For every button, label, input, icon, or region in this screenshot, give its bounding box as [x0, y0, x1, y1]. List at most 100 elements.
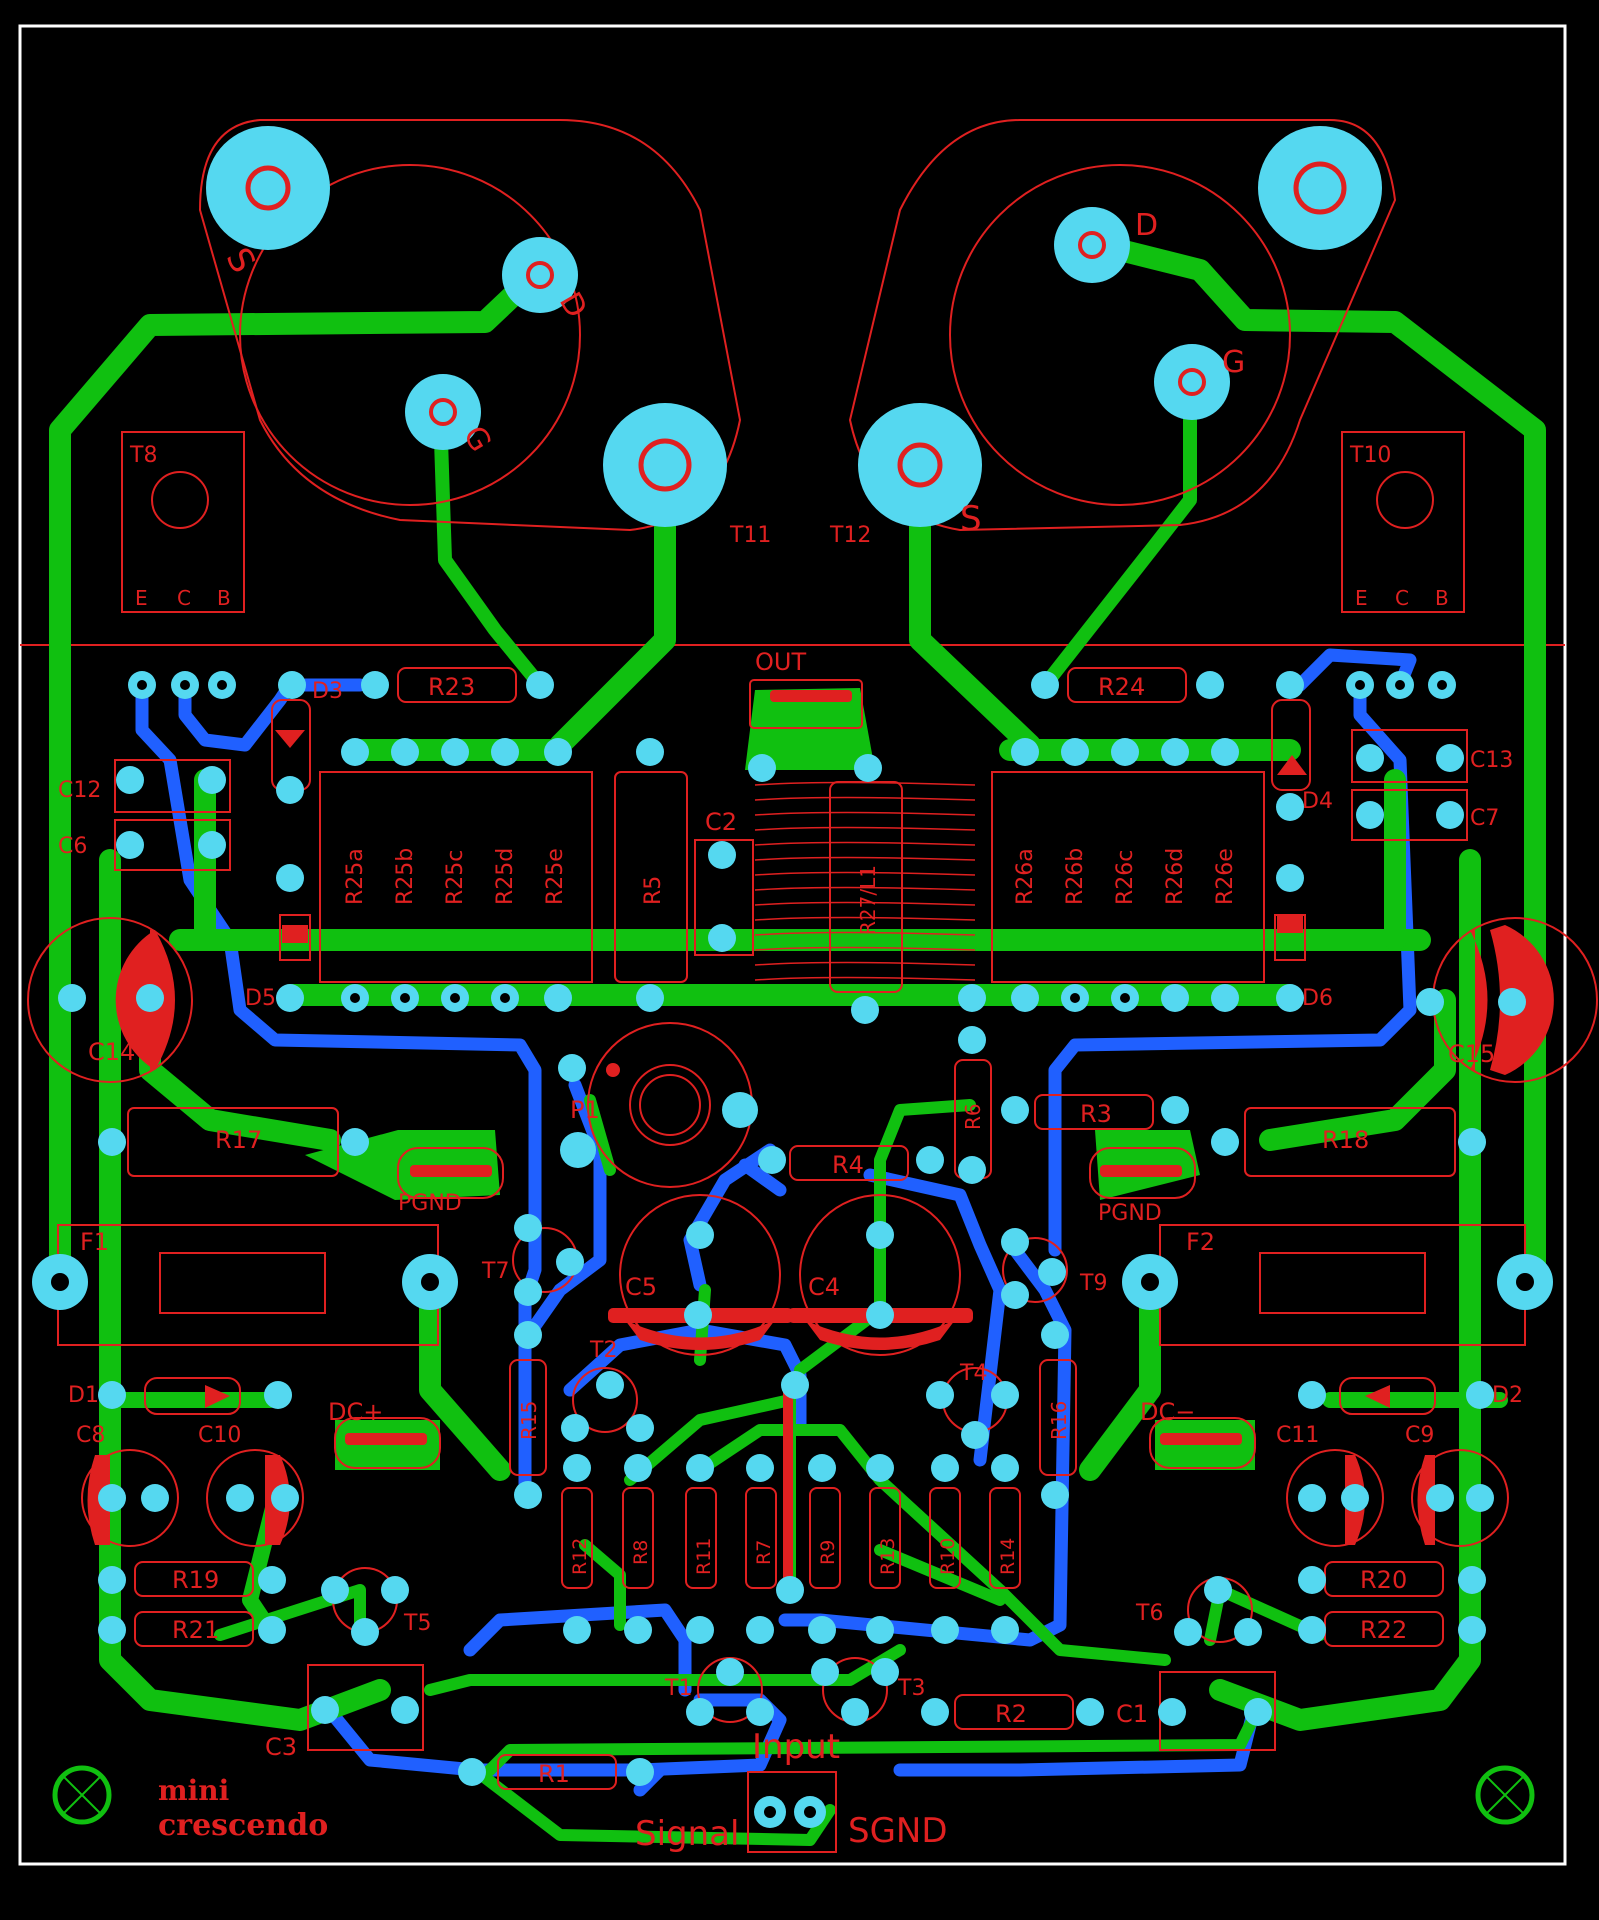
label-r7: R7 [753, 1540, 775, 1565]
label-r25d: R25d [493, 848, 518, 905]
label-c10: C10 [198, 1423, 241, 1448]
label-out: OUT [755, 648, 806, 676]
label-t2: T2 [589, 1338, 617, 1363]
label-t6: T6 [1135, 1601, 1163, 1626]
brand-line2: crescendo [158, 1808, 328, 1843]
label-r16: R16 [1047, 1401, 1071, 1440]
label-r8: R8 [630, 1540, 652, 1565]
label-t5: T5 [403, 1611, 431, 1636]
label-r26a: R26a [1013, 848, 1038, 905]
label-r25e: R25e [543, 848, 568, 905]
label-r1: R1 [538, 1760, 570, 1788]
label-g-right: G [1222, 345, 1245, 380]
label-r3: R3 [1080, 1100, 1112, 1128]
label-c8: C8 [76, 1423, 105, 1448]
label-c6: C6 [58, 834, 87, 859]
label-e-left: E [135, 586, 148, 610]
label-t3: T3 [897, 1676, 925, 1701]
board-outline [18, 24, 1567, 1866]
label-r21: R21 [172, 1616, 219, 1644]
label-pgnd-right: PGND [1098, 1201, 1162, 1226]
label-d3: D3 [312, 679, 343, 704]
label-d2: D2 [1492, 1383, 1523, 1408]
label-d6: D6 [1302, 986, 1333, 1011]
label-c9: C9 [1405, 1423, 1434, 1448]
pads-large [32, 126, 1553, 1310]
label-r2: R2 [995, 1700, 1027, 1728]
label-c3: C3 [265, 1733, 297, 1761]
label-c-right: C [1395, 586, 1409, 610]
label-b-left: B [217, 586, 231, 610]
label-c5: C5 [625, 1273, 657, 1301]
label-r26d: R26d [1163, 848, 1188, 905]
label-r5: R5 [641, 876, 666, 905]
label-c14: C14 [88, 1038, 135, 1066]
label-r25a: R25a [343, 848, 368, 905]
component-labels: T11 T12 S D G S D G T8 T10 E C B E C B O… [58, 208, 1523, 1854]
label-r26e: R26e [1213, 848, 1238, 905]
label-c7: C7 [1470, 806, 1499, 831]
label-input: Input [752, 1727, 840, 1767]
label-f1: F1 [80, 1228, 109, 1256]
label-r27-l1: R27/L1 [856, 865, 880, 935]
label-c4: C4 [808, 1273, 840, 1301]
label-p1: P1 [570, 1096, 600, 1124]
coil-windings [754, 781, 976, 981]
label-d1: D1 [68, 1383, 99, 1408]
label-r14: R14 [997, 1538, 1019, 1575]
label-signal: Signal [635, 1814, 739, 1854]
label-t4: T4 [959, 1361, 987, 1386]
label-r24: R24 [1098, 673, 1145, 701]
label-d5: D5 [245, 986, 276, 1011]
label-r26c: R26c [1113, 850, 1138, 905]
pad-holes [137, 680, 1447, 1818]
label-c11: C11 [1276, 1423, 1319, 1448]
label-c-left: C [177, 586, 191, 610]
label-d4: D4 [1302, 789, 1333, 814]
label-r4: R4 [832, 1151, 864, 1179]
pads-small [58, 671, 1526, 1828]
label-b-right: B [1435, 586, 1449, 610]
brand-line1: mini [158, 1774, 229, 1807]
label-c13: C13 [1470, 748, 1513, 773]
label-d-right: D [1135, 208, 1158, 243]
label-r9: R9 [817, 1540, 839, 1565]
label-e-right: E [1355, 586, 1368, 610]
label-t1: T1 [664, 1676, 692, 1701]
label-t12: T12 [829, 523, 871, 548]
label-c1: C1 [1116, 1700, 1148, 1728]
mounting-holes [52, 1765, 1535, 1825]
label-t10: T10 [1349, 443, 1391, 468]
label-r10: R10 [937, 1538, 959, 1575]
label-r17: R17 [215, 1126, 262, 1154]
label-pgnd-left: PGND [398, 1191, 462, 1216]
label-r12: R12 [569, 1538, 591, 1575]
label-r20: R20 [1360, 1566, 1407, 1594]
label-s-right: S [960, 499, 982, 539]
label-r26b: R26b [1063, 848, 1088, 905]
label-r25b: R25b [393, 848, 418, 905]
label-r15: R15 [517, 1401, 541, 1440]
silkscreen-outlines [27, 119, 1598, 1853]
label-r6: R6 [961, 1103, 985, 1130]
label-r25c: R25c [443, 850, 468, 905]
label-dc-plus: DC+ [328, 1398, 383, 1426]
label-t9: T9 [1079, 1271, 1107, 1296]
label-t11: T11 [729, 523, 771, 548]
label-c2: C2 [705, 808, 737, 836]
label-r18: R18 [1322, 1126, 1369, 1154]
label-r19: R19 [172, 1566, 219, 1594]
label-t7: T7 [481, 1259, 509, 1284]
label-r23: R23 [428, 673, 475, 701]
label-r11: R11 [693, 1538, 715, 1575]
label-f2: F2 [1186, 1228, 1215, 1256]
label-r13: R13 [877, 1538, 899, 1575]
label-r22: R22 [1360, 1616, 1407, 1644]
silkscreen-fills [87, 690, 1554, 1590]
label-sgnd: SGND [848, 1811, 948, 1851]
label-dc-minus: DC− [1140, 1398, 1195, 1426]
label-c15: C15 [1448, 1040, 1495, 1068]
label-t8: T8 [129, 443, 157, 468]
